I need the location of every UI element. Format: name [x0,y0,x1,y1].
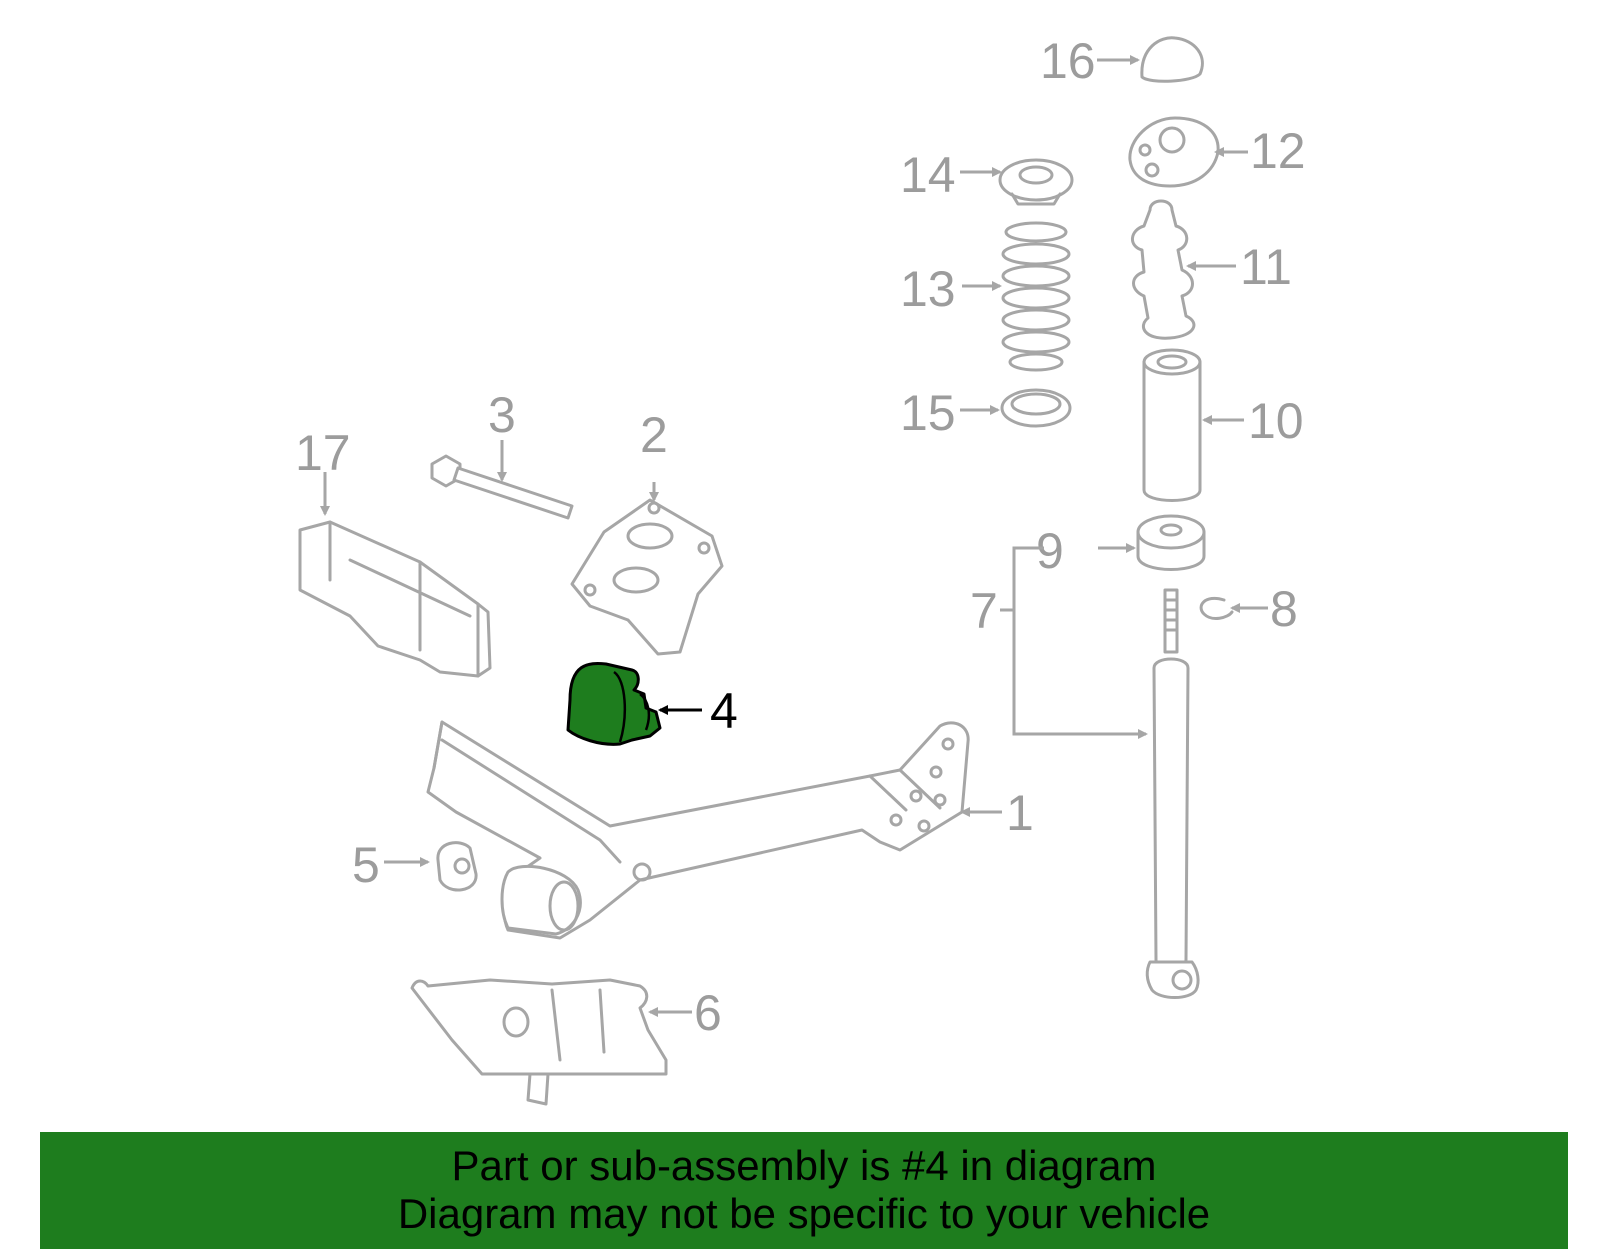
part-12-strut-mount: 12 [1128,116,1306,188]
part-16-cap: 16 [1040,33,1204,89]
part-2-bracket: 2 [570,407,724,656]
label-10: 10 [1248,393,1304,449]
part-9-spacer: 9 [1036,514,1206,579]
label-15: 15 [900,385,956,441]
label-12: 12 [1250,123,1306,179]
label-1: 1 [1006,785,1034,841]
label-4: 4 [710,683,738,739]
label-13: 13 [900,261,956,317]
part-3-bolt: 3 [430,387,574,520]
part-8-clip: 8 [1199,581,1298,637]
label-14: 14 [900,147,956,203]
part-13-coil-spring: 13 [900,221,1071,372]
label-6: 6 [694,985,722,1041]
part-4-bushing-highlighted[interactable]: 4 [566,662,738,746]
label-9: 9 [1036,523,1064,579]
part-1-axle-beam: 1 [426,720,1034,940]
label-16: 16 [1040,33,1096,89]
part-5-bushing: 5 [352,837,478,893]
label-11: 11 [1240,239,1292,295]
part-15-spring-pad: 15 [900,385,1072,441]
label-2: 2 [640,407,668,463]
label-8: 8 [1270,581,1298,637]
label-7: 7 [970,583,998,639]
label-3: 3 [488,387,516,443]
part-7-shock-absorber: 7 [970,546,1200,999]
part-10-dust-boot: 10 [1142,348,1304,502]
part-11-bump-stop: 11 [1131,199,1292,340]
part-17-panel: 17 [295,425,492,678]
banner-line-disclaimer: Diagram may not be specific to your vehi… [397,1190,1211,1237]
part-6-shield: 6 [410,978,722,1106]
info-banner: Part or sub-assembly is #4 in diagram Di… [40,1132,1568,1249]
banner-line-part: Part or sub-assembly is #4 in diagram [451,1142,1157,1189]
label-5: 5 [352,837,380,893]
label-17: 17 [295,425,351,481]
part-14-spring-seat: 14 [900,147,1074,206]
